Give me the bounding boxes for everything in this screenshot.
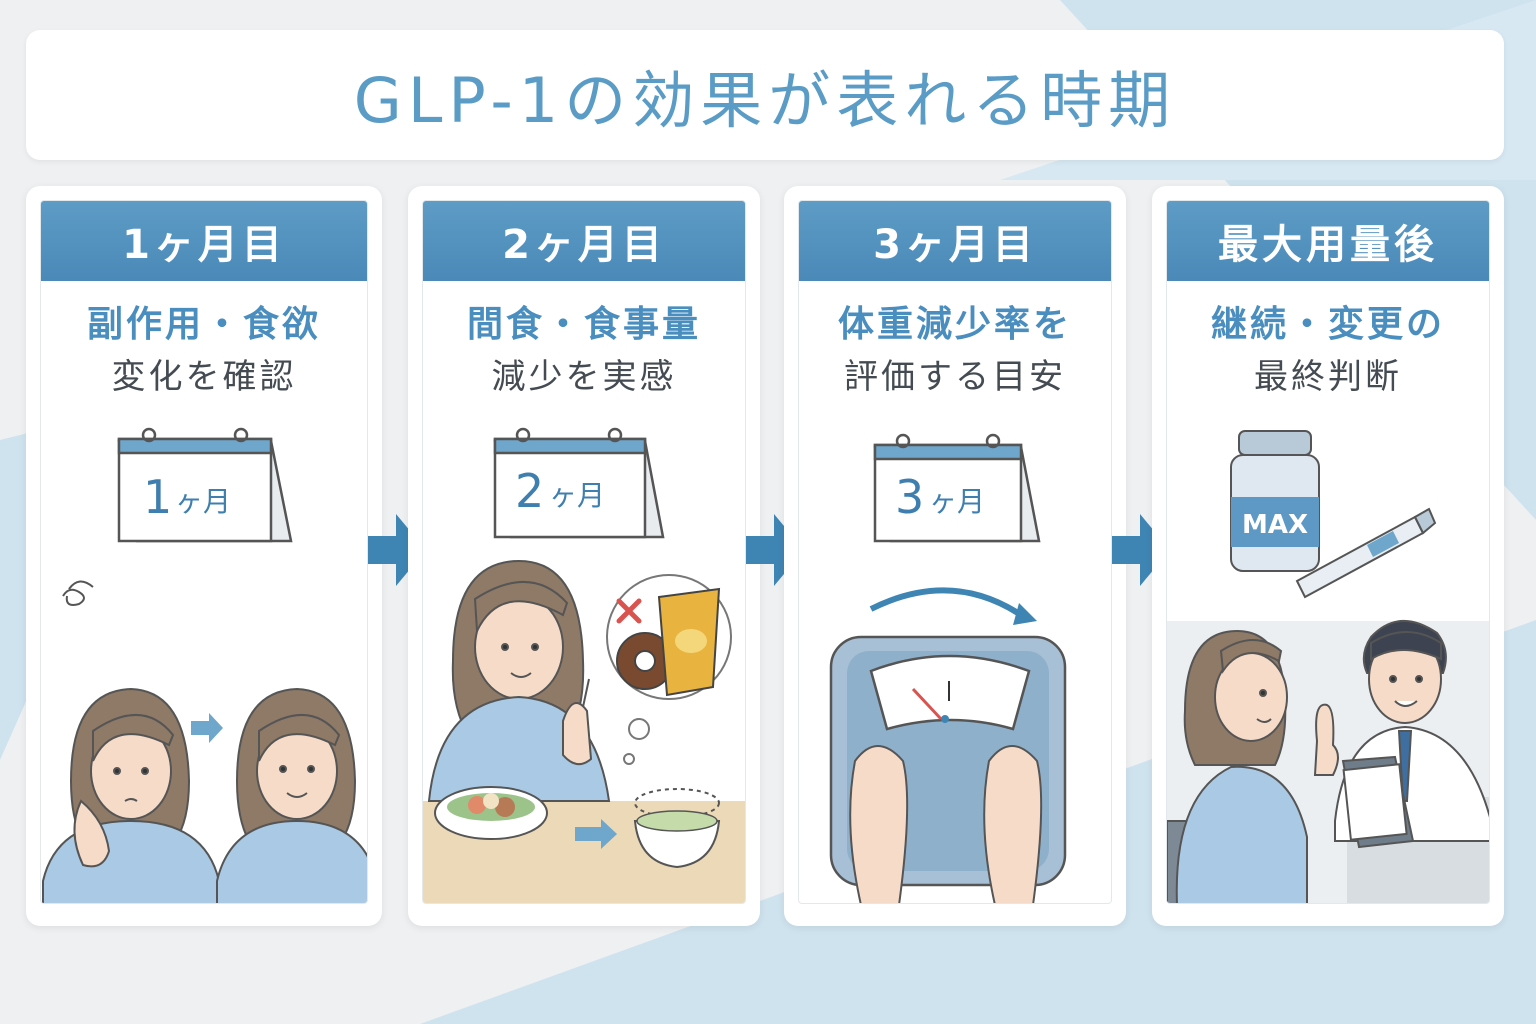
small-bowl bbox=[633, 788, 721, 869]
stage-card-2-inner: 2ヶ月目 間食・食事量 減少を実感 2 ヶ月 bbox=[422, 200, 746, 904]
curved-arrow bbox=[869, 587, 1023, 618]
calendar-icon: 3 ヶ月 bbox=[873, 433, 1041, 543]
svg-text:ヶ月: ヶ月 bbox=[929, 485, 985, 518]
stage-2-line2: 減少を実感 bbox=[491, 357, 677, 397]
arrow-right-icon bbox=[191, 713, 223, 743]
stage-4-line2: 最終判断 bbox=[1254, 357, 1402, 397]
donut-icon bbox=[616, 632, 674, 690]
feet bbox=[849, 745, 1043, 903]
salad-bowl bbox=[434, 786, 548, 840]
stage-4-line1: 継続・変更の bbox=[1210, 304, 1445, 345]
doctor-illustration bbox=[1313, 619, 1489, 849]
stage-3-illustration: 3 ヶ月 bbox=[829, 433, 1067, 903]
smiling-woman bbox=[216, 687, 367, 903]
title-banner: GLP-1の効果が表れる時期 bbox=[26, 30, 1504, 160]
stage-1-line1: 副作用・食欲 bbox=[86, 304, 321, 345]
stage-4-description: 継続・変更の 最終判断 bbox=[1167, 299, 1489, 403]
stage-3-header: 3ヶ月目 bbox=[799, 201, 1111, 281]
calendar-icon: 2 ヶ月 bbox=[493, 427, 665, 539]
stage-1-description: 副作用・食欲 変化を確認 bbox=[41, 299, 367, 403]
snack-bag-icon bbox=[657, 587, 721, 697]
stage-3-line1: 体重減少率を bbox=[837, 304, 1072, 345]
stage-3-line2: 評価する目安 bbox=[844, 357, 1066, 397]
stage-card-3: 3ヶ月目 体重減少率を 評価する目安 3 ヶ月 bbox=[784, 186, 1126, 926]
worried-woman bbox=[42, 580, 220, 903]
stage-1-line2: 変化を確認 bbox=[111, 357, 297, 397]
cross-icon bbox=[616, 598, 642, 624]
stage-2-illustration: 2 ヶ月 bbox=[423, 427, 745, 903]
stage-2-line1: 間食・食事量 bbox=[466, 304, 701, 345]
stage-card-1-inner: 1ヶ月目 副作用・食欲 変化を確認 1 ヶ月 bbox=[40, 200, 368, 904]
medicine-vial-icon: MAX bbox=[1230, 430, 1320, 572]
stage-card-1: 1ヶ月目 副作用・食欲 変化を確認 1 ヶ月 bbox=[26, 186, 382, 926]
stage-1-header: 1ヶ月目 bbox=[41, 201, 367, 281]
page-title: GLP-1の効果が表れる時期 bbox=[353, 64, 1177, 137]
calendar-icon: 1 ヶ月 bbox=[117, 427, 293, 543]
svg-text:2: 2 bbox=[515, 464, 544, 518]
injection-pen-icon bbox=[1295, 507, 1437, 599]
svg-text:MAX: MAX bbox=[1242, 510, 1308, 540]
svg-text:ヶ月: ヶ月 bbox=[175, 485, 231, 518]
svg-text:1: 1 bbox=[143, 470, 172, 524]
stage-4-header: 最大用量後 bbox=[1167, 201, 1489, 281]
stage-4-illustration: MAX bbox=[1167, 430, 1489, 903]
stage-2-header: 2ヶ月目 bbox=[423, 201, 745, 281]
stage-1-illustration: 1 ヶ月 bbox=[42, 427, 367, 903]
stage-3-description: 体重減少率を 評価する目安 bbox=[799, 299, 1111, 403]
stage-card-4-inner: 最大用量後 継続・変更の 最終判断 MAX bbox=[1166, 200, 1490, 904]
stage-card-2: 2ヶ月目 間食・食事量 減少を実感 2 ヶ月 bbox=[408, 186, 760, 926]
svg-text:3: 3 bbox=[895, 470, 924, 524]
svg-text:ヶ月: ヶ月 bbox=[549, 479, 605, 512]
stage-card-3-inner: 3ヶ月目 体重減少率を 評価する目安 3 ヶ月 bbox=[798, 200, 1112, 904]
stage-2-description: 間食・食事量 減少を実感 bbox=[423, 299, 745, 403]
patient-illustration bbox=[1167, 629, 1308, 903]
arrow-right-icon bbox=[575, 819, 617, 849]
eating-woman bbox=[427, 559, 611, 802]
stage-card-4: 最大用量後 継続・変更の 最終判断 MAX bbox=[1152, 186, 1504, 926]
